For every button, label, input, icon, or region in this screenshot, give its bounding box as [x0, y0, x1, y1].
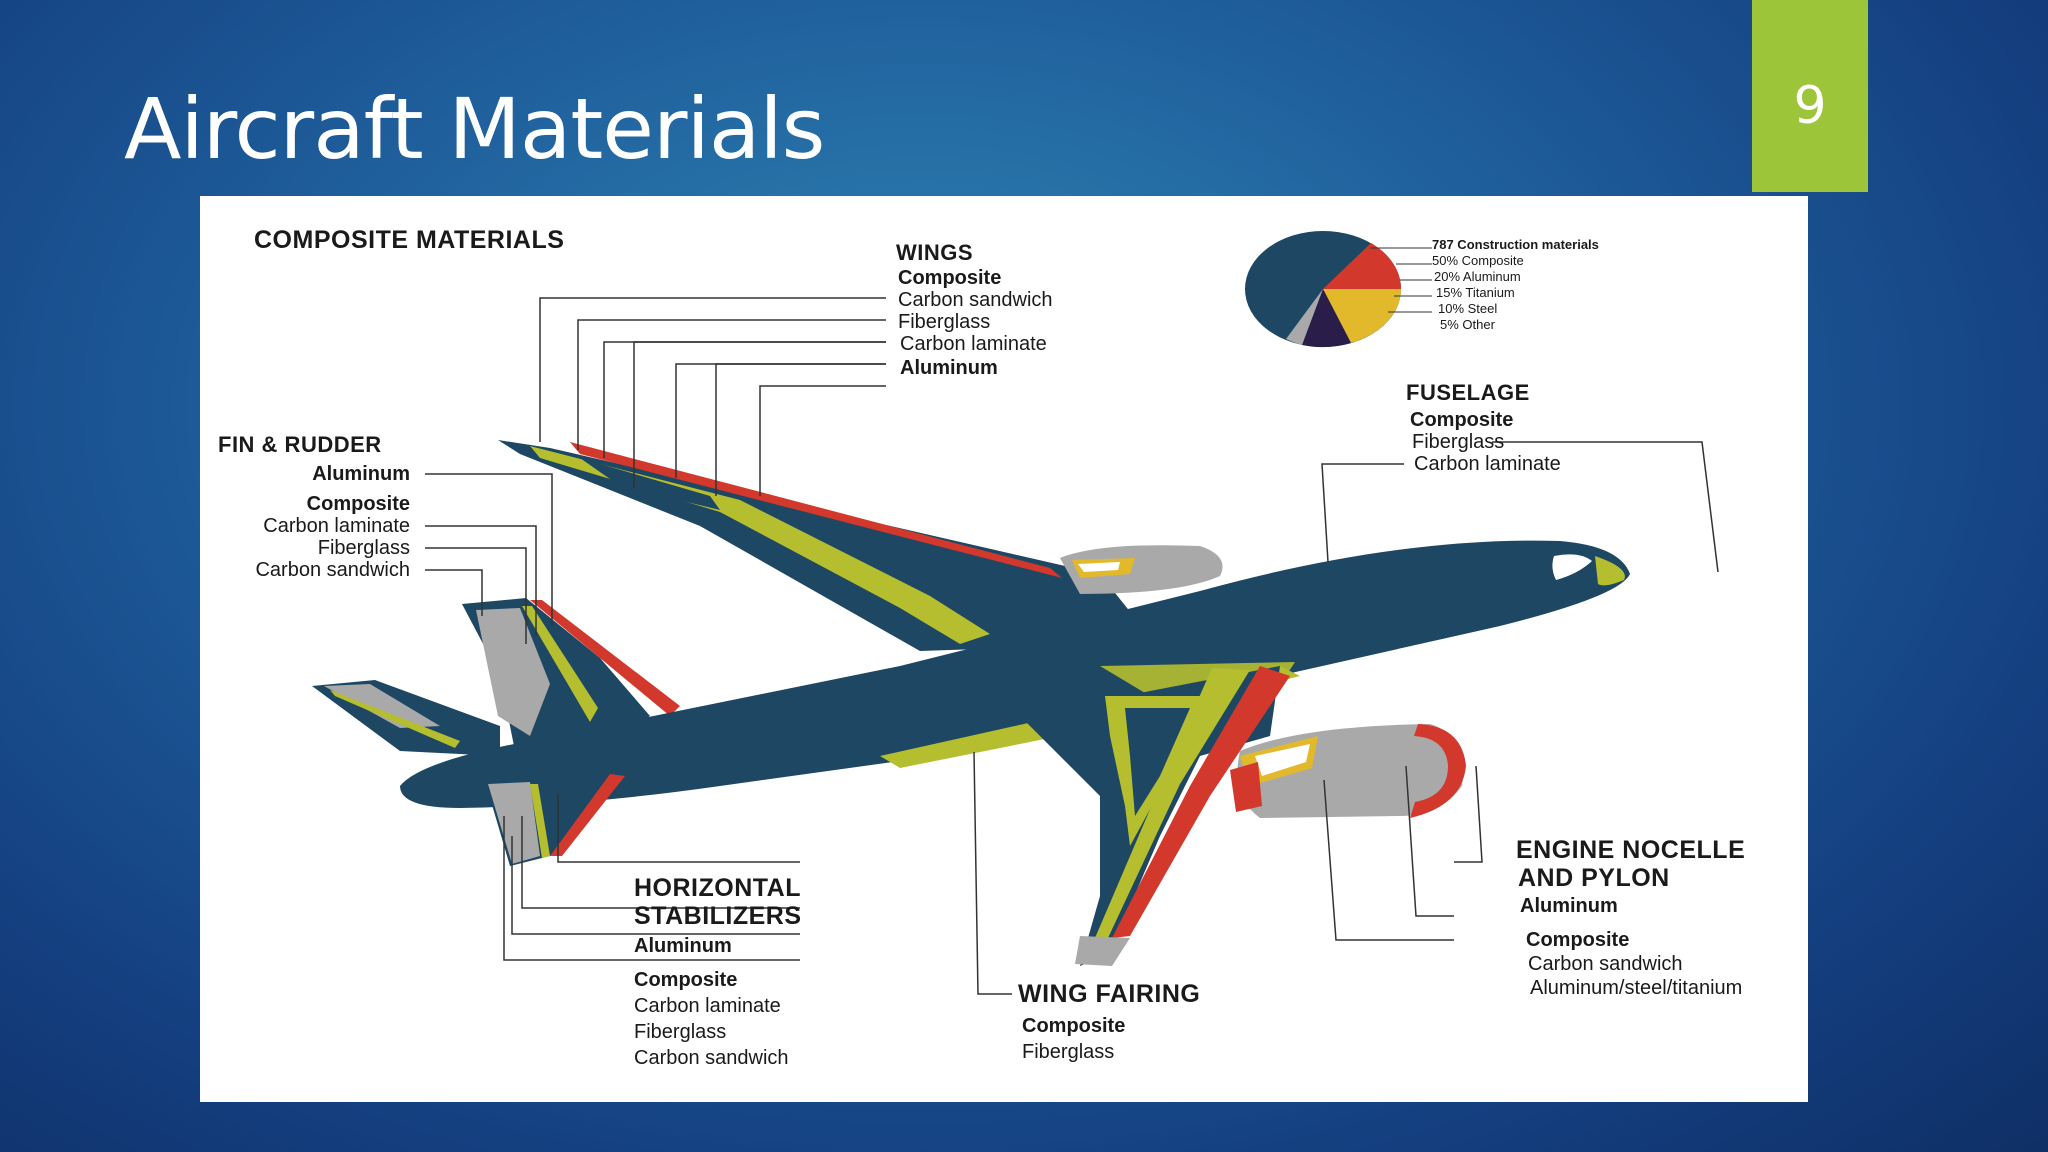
- horizontal-stabilizers-fiberglass: Fiberglass: [634, 1021, 727, 1043]
- fuselage-heading: FUSELAGE: [1406, 380, 1530, 405]
- fin-rudder-carbon-laminate: Carbon laminate: [263, 515, 410, 537]
- engine-metals: Aluminum/steel/titanium: [1530, 977, 1743, 999]
- aircraft-illustration: [312, 231, 1719, 995]
- fin-rudder-heading: FIN & RUDDER: [218, 432, 382, 457]
- pie-legend-item: 50% Composite: [1432, 253, 1524, 268]
- engine-carbon-sandwich: Carbon sandwich: [1528, 953, 1683, 975]
- materials-pie-chart: [1245, 231, 1432, 348]
- horizontal-stabilizers-aluminum: Aluminum: [634, 935, 732, 957]
- pie-legend-item: 10% Steel: [1438, 301, 1498, 316]
- wings-composite: Composite: [898, 267, 1002, 289]
- pie-slice-aluminum: [1323, 243, 1402, 289]
- fuselage-carbon-laminate: Carbon laminate: [1414, 453, 1561, 475]
- pie-legend-title: 787 Construction materials: [1432, 237, 1599, 252]
- fin-rudder-carbon-sandwich: Carbon sandwich: [255, 559, 410, 581]
- wings-carbon-sandwich: Carbon sandwich: [898, 289, 1053, 311]
- pie-slice-titanium: [1323, 289, 1401, 343]
- pie-legend-item: 15% Titanium: [1436, 285, 1515, 300]
- horizontal-stabilizers-composite: Composite: [634, 969, 738, 991]
- fuselage-fiberglass: Fiberglass: [1412, 431, 1505, 453]
- page-number-tab: 9: [1752, 0, 1868, 192]
- diagram-heading: COMPOSITE MATERIALS: [254, 226, 565, 254]
- fin-rudder-fiberglass: Fiberglass: [317, 537, 410, 559]
- horizontal-stabilizers-heading-line2: STABILIZERS: [634, 902, 802, 930]
- pie-slice-steel: [1302, 289, 1351, 348]
- engine-composite: Composite: [1526, 929, 1630, 951]
- fuselage-composite: Composite: [1410, 409, 1514, 431]
- pie-legend-item: 20% Aluminum: [1434, 269, 1521, 284]
- horizontal-stabilizers-carbon-laminate: Carbon laminate: [634, 995, 781, 1017]
- upper-engine: [1060, 545, 1223, 594]
- engine-heading-line2: AND PYLON: [1518, 864, 1670, 892]
- wings-aluminum: Aluminum: [900, 357, 998, 379]
- aircraft-materials-diagram: COMPOSITE MATERIALS 787 Construction mat…: [200, 196, 1808, 1102]
- wing-fairing-fiberglass: Fiberglass: [1022, 1041, 1115, 1063]
- fin-rudder-aluminum: Aluminum: [312, 463, 410, 485]
- upper-wing: [498, 440, 1135, 651]
- horizontal-stabilizers-heading-line1: HORIZONTAL: [634, 874, 802, 902]
- wing-fairing-heading: WING FAIRING: [1018, 980, 1201, 1008]
- fin-rudder-composite: Composite: [306, 493, 410, 515]
- horizontal-stabilizers-carbon-sandwich: Carbon sandwich: [634, 1047, 789, 1069]
- slide-title: Aircraft Materials: [124, 80, 825, 178]
- pie-slice-other: [1286, 289, 1323, 345]
- wings-carbon-laminate: Carbon laminate: [900, 333, 1047, 355]
- right-horizontal-stabilizer: [485, 774, 625, 866]
- engine-heading-line1: ENGINE NOCELLE: [1516, 836, 1746, 864]
- engine-aluminum: Aluminum: [1520, 895, 1618, 917]
- leader-lines: [425, 297, 1719, 995]
- page-number: 9: [1793, 76, 1827, 136]
- wings-heading: WINGS: [896, 240, 974, 265]
- pie-legend-item: 5% Other: [1440, 317, 1495, 332]
- left-horizontal-stabilizer: [312, 680, 500, 756]
- wings-fiberglass: Fiberglass: [898, 311, 991, 333]
- wing-fairing-composite: Composite: [1022, 1015, 1126, 1037]
- lower-engine: [1230, 724, 1466, 818]
- lower-wing: [1020, 666, 1290, 966]
